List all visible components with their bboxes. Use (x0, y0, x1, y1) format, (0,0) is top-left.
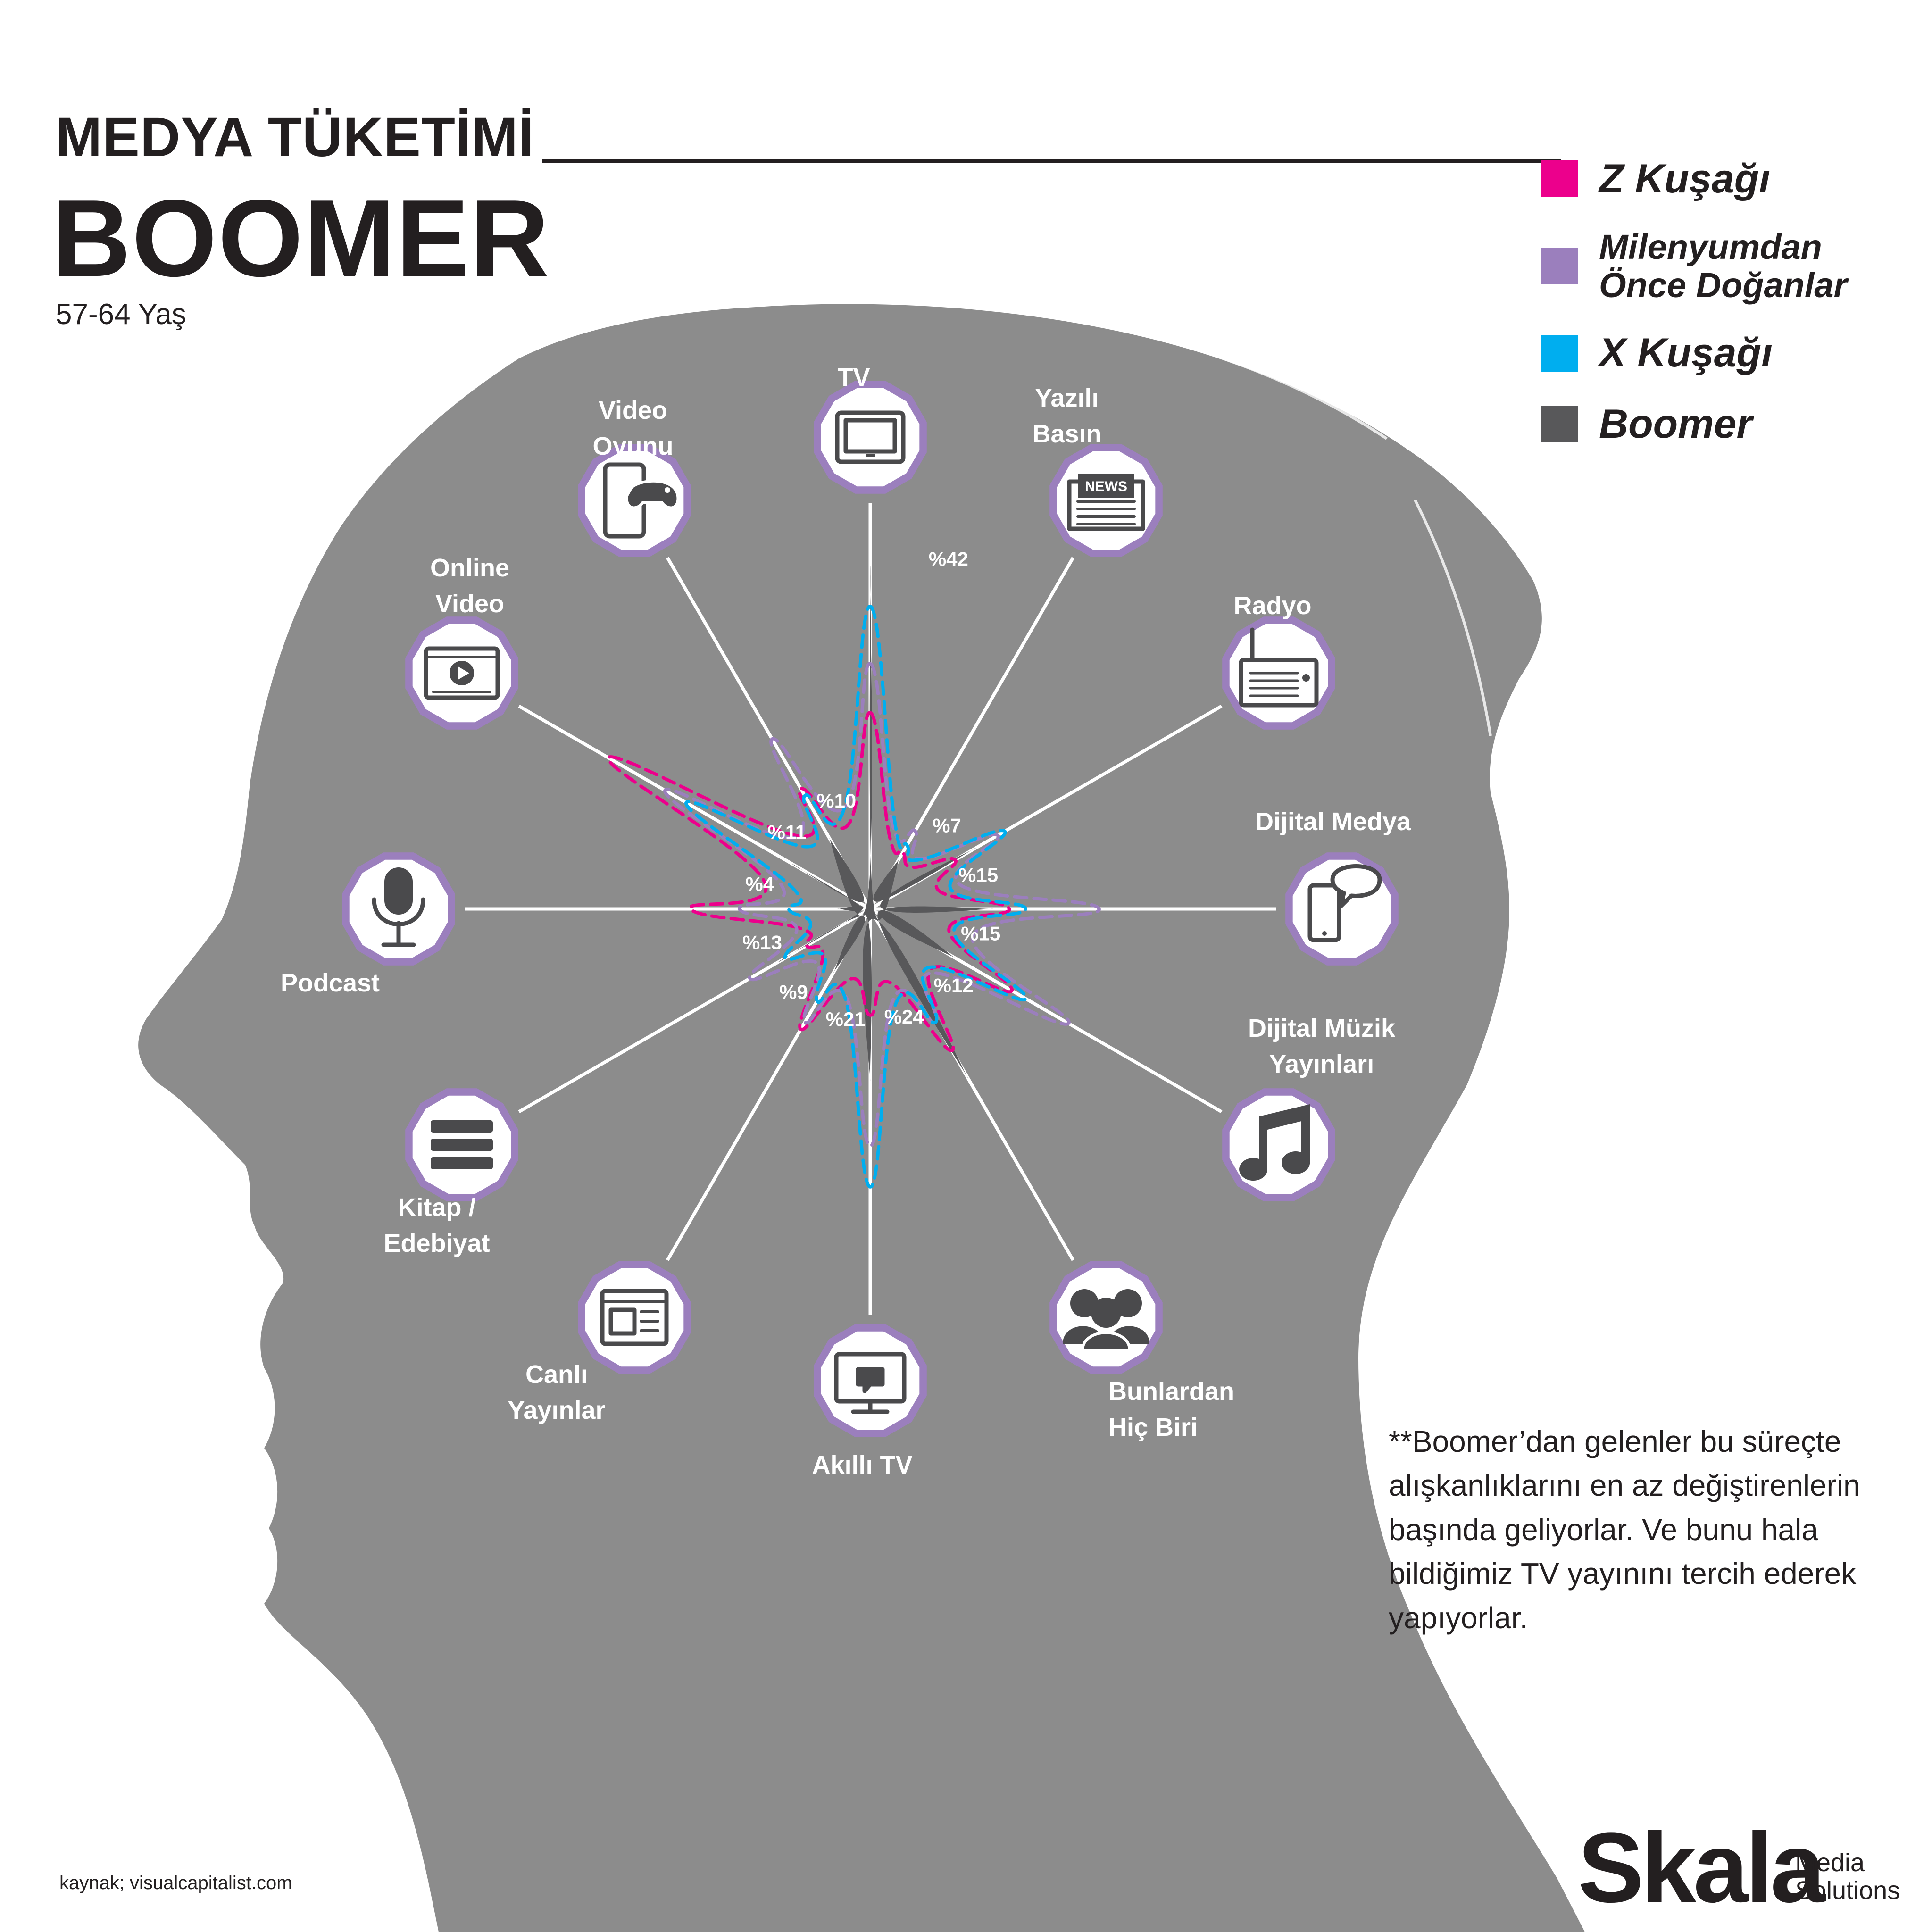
node-akıllı-tv (814, 1324, 927, 1437)
node-podcast (342, 852, 455, 966)
newspaper-icon: NEWS (1067, 474, 1145, 531)
series-x-line (684, 605, 1028, 1189)
node-canlı-yayınlar (578, 1261, 691, 1374)
pct-label-canlı-yayınlar: %9 (779, 981, 808, 1003)
legend-item-boomer: Boomer (1541, 402, 1919, 447)
page-title: BOOMER (52, 177, 550, 300)
book-icon (431, 1120, 493, 1169)
age-range: 57-64 Yaş (56, 298, 186, 331)
node-yazılı-basın: NEWS (1049, 444, 1163, 557)
node-online-video (405, 616, 518, 730)
spoke-kitap-edebiyat (518, 907, 871, 1114)
pct-label-yazılı-basın: %7 (933, 814, 961, 836)
pct-label-dijital-medya: %15 (961, 922, 1000, 944)
legend-label-x: X Kuşağı (1599, 330, 1773, 376)
percent-labels: %42 %7 %15 %15 %12 %24 %21 %9 %13 %4 %11 %10 (742, 548, 1000, 1030)
title-rule (542, 159, 1561, 163)
pct-label-video-oyunu: %10 (816, 790, 856, 812)
legend-label-mil: Milenyumdan Önce Doğanlar (1599, 227, 1848, 305)
online-video-icon (424, 646, 500, 700)
title-small: MEDYA TÜKETİMİ (56, 106, 534, 168)
note-text: **Boomer’dan gelenler bu süreçte alışkan… (1389, 1424, 1860, 1635)
legend-label-z: Z Kuşağı (1599, 156, 1771, 201)
category-label-kitap-edebiyat: Kitap /Edebiyat (383, 1193, 490, 1257)
pct-label-podcast: %4 (745, 873, 774, 895)
live-stream-icon (600, 1289, 669, 1346)
legend-item-x: X Kuşağı (1541, 331, 1919, 375)
category-label-podcast: Podcast (281, 969, 380, 997)
dashed-series (606, 605, 1101, 1189)
legend-swatch-x (1541, 334, 1578, 372)
hair-contour-inner (1414, 499, 1492, 736)
node-tv (814, 381, 927, 494)
phone-chat-icon (1307, 864, 1382, 942)
category-label-tv: TV (837, 363, 870, 391)
pct-label-dijital-müzik-yayınları: %12 (934, 974, 974, 996)
legend-swatch-boomer (1541, 406, 1578, 443)
category-label-dijital-medya: Dijital Medya (1255, 808, 1411, 836)
node-dijital-medya (1285, 852, 1399, 966)
node-face (1229, 1095, 1328, 1194)
legend-item-z: Z Kuşağı (1541, 157, 1919, 201)
radio-icon (1239, 627, 1319, 708)
legend: Z Kuşağı Milenyumdan Önce Doğanlar X Kuş… (1541, 157, 1919, 473)
svg-text:NEWS: NEWS (1085, 479, 1127, 494)
game-controller-icon (603, 462, 680, 539)
legend-swatch-mil (1541, 247, 1578, 284)
microphone-icon (372, 867, 425, 947)
logo-tagline: Media Solutions (1795, 1849, 1900, 1905)
pct-label-tv: %42 (929, 548, 968, 570)
music-note-icon (1239, 1104, 1310, 1181)
pct-label-radyo: %15 (958, 864, 998, 886)
hair-contour-outer (1122, 329, 1388, 440)
category-nodes: NEWS (342, 381, 1399, 1437)
smart-tv-icon (834, 1352, 907, 1414)
pct-label-online-video: %11 (767, 821, 806, 843)
spoke-yazılı-basın (868, 557, 1075, 910)
legend-label-boomer: Boomer (1599, 401, 1752, 447)
node-kitap-edebiyat (405, 1088, 518, 1201)
node-video-oyunu (578, 444, 691, 557)
pct-label-bunlardan-hiç-biri: %24 (884, 1006, 924, 1028)
source-text: kaynak; visualcapitalist.com (59, 1873, 292, 1893)
tv-icon (835, 410, 906, 464)
people-icon (1063, 1289, 1149, 1352)
node-radyo (1222, 616, 1335, 730)
logo-wordmark: Skala (1578, 1812, 1825, 1923)
spoke-online-video (518, 704, 871, 911)
category-label-akıllı-tv: Akıllı TV (812, 1451, 912, 1479)
node-bunlardan-hiç-biri (1049, 1261, 1163, 1374)
series-mil-line (663, 662, 1101, 1148)
pct-label-kitap-edebiyat: %13 (742, 932, 782, 954)
category-label-radyo: Radyo (1233, 591, 1311, 620)
legend-item-mil: Milenyumdan Önce Doğanlar (1541, 227, 1919, 305)
series-z-line (606, 711, 1014, 1052)
node-dijital-müzik-yayınları (1222, 1088, 1335, 1201)
legend-swatch-z (1541, 160, 1578, 198)
pct-label-akıllı-tv: %21 (826, 1008, 866, 1030)
